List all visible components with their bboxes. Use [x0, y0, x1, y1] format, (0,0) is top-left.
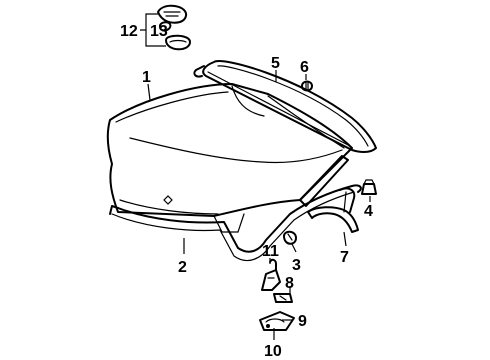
- callout-9: 9: [298, 313, 307, 330]
- callout-10: 10: [264, 343, 282, 360]
- callout-1: 1: [142, 69, 151, 86]
- callout-8: 8: [285, 275, 294, 292]
- striker-part: [273, 293, 293, 303]
- grommet-part: [301, 80, 313, 92]
- bumper-stop-part: [361, 179, 377, 195]
- latch-part: [261, 258, 281, 291]
- callout-6: 6: [300, 59, 309, 76]
- lid-seal-part: [109, 184, 362, 261]
- bracket-12-13: [140, 13, 150, 47]
- callout-2: 2: [178, 259, 187, 276]
- callout-4: 4: [364, 203, 373, 220]
- trunk-lid-part: [106, 83, 353, 233]
- lock-cylinder-part: [283, 230, 297, 245]
- callout-7: 7: [340, 249, 349, 266]
- leader-lines: [147, 70, 371, 340]
- callout-11: 11: [262, 243, 279, 260]
- actuator-part: [259, 311, 295, 331]
- callout-3: 3: [292, 257, 301, 274]
- callout-12: 12: [120, 23, 138, 40]
- weatherstrip-frame-part: [193, 60, 377, 153]
- lamp-assembly-part: [157, 4, 191, 51]
- callout-13: 13: [150, 23, 168, 40]
- hinge-part: [307, 187, 359, 233]
- callout-5: 5: [271, 55, 280, 72]
